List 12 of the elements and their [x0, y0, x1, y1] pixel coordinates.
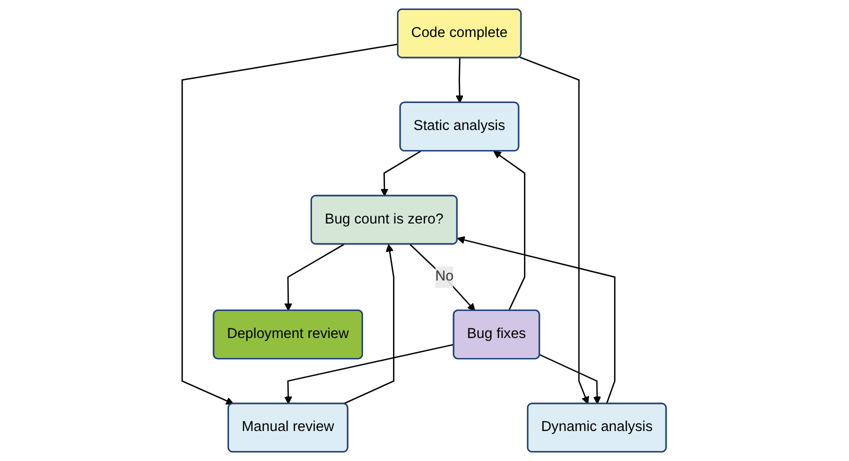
arrow [182, 44, 399, 405]
arrow [540, 354, 602, 404]
arrow [284, 244, 345, 312]
arrow [343, 244, 395, 404]
arrow [284, 344, 455, 404]
arrow [380, 150, 422, 196]
arrow [410, 244, 476, 312]
arrow [494, 150, 526, 311]
arrow [456, 58, 464, 104]
edge-label: No [436, 269, 454, 284]
arrow [520, 56, 590, 404]
arrow [457, 236, 616, 404]
